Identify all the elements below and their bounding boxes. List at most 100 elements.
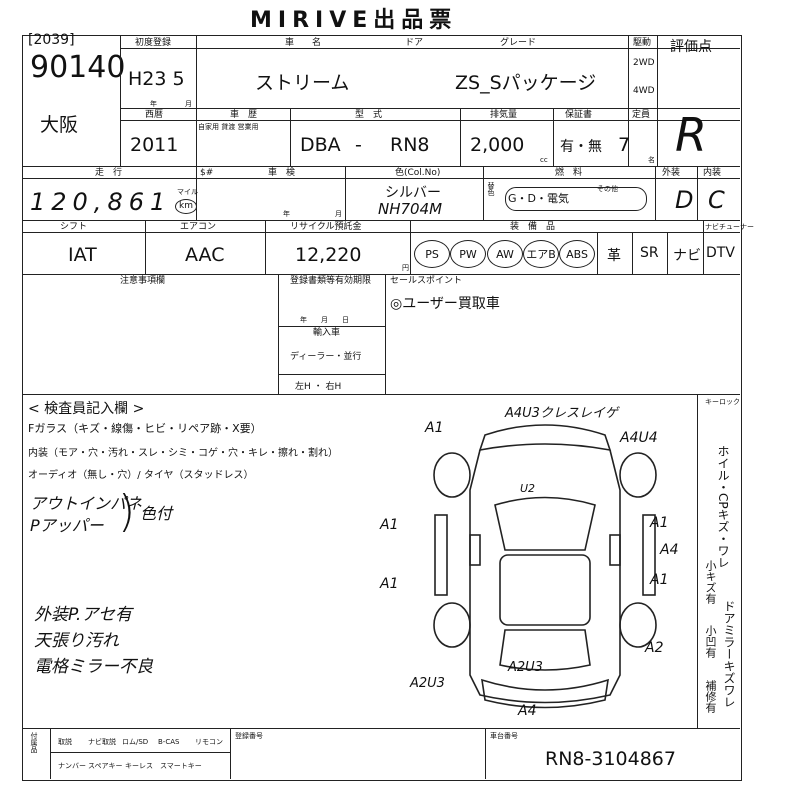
- grid-line: [22, 178, 740, 179]
- label-year: 年: [150, 100, 157, 108]
- grid-line: [22, 394, 740, 395]
- damage-mark: A1: [650, 515, 669, 531]
- shift-value: IAT: [68, 244, 97, 266]
- label-seireki: 西暦: [145, 110, 164, 120]
- grid-line: [196, 166, 197, 220]
- damage-mark: A4U4: [620, 430, 658, 446]
- chassis-number-value: RN8-3104867: [545, 748, 676, 770]
- label-registration-number: 登録番号: [235, 732, 263, 740]
- grid-line: [345, 166, 346, 220]
- equip-airbag: エアB: [523, 240, 559, 268]
- label-fuel: 燃 料: [555, 168, 583, 178]
- grid-line: [50, 728, 51, 779]
- grid-line: [460, 108, 461, 166]
- first-reg-value: H23 5: [128, 68, 185, 90]
- import-value: ディーラー・並行: [290, 352, 362, 362]
- grid-line: [385, 274, 386, 394]
- model-dash: -: [355, 134, 362, 156]
- front-left-wheel: [433, 452, 471, 498]
- label-model: 型 式: [355, 110, 383, 120]
- grid-line: [697, 394, 698, 728]
- grid-line: [145, 220, 146, 274]
- grid-line: [50, 752, 230, 753]
- mile-unit: マイル: [177, 188, 198, 196]
- side-note-4: 小凹有: [704, 625, 717, 658]
- lot-tag: [2039]: [28, 32, 75, 48]
- label-navi-type: ナビチューナー: [705, 223, 754, 231]
- equip-leather: 革: [607, 248, 621, 264]
- grid-line: [278, 374, 385, 375]
- bracket-icon: ): [118, 486, 136, 537]
- footer-label: 取説: [58, 738, 72, 746]
- grid-line: [22, 220, 740, 221]
- damage-mark: A4: [660, 542, 679, 558]
- equip-navi: ナビ: [673, 248, 701, 264]
- yen-unit: 円: [402, 264, 409, 272]
- front-bumper: [478, 424, 612, 452]
- left-door-panel: [434, 514, 448, 596]
- label-color: 色(Col.No): [395, 168, 441, 178]
- damage-mark: A4: [518, 703, 537, 719]
- right-mirror: [609, 534, 621, 566]
- label-odometer-check: $#: [200, 168, 214, 178]
- exterior-grade: D: [675, 186, 694, 214]
- label-capacity: 定員: [632, 110, 651, 120]
- windshield: [494, 496, 596, 551]
- footer-label: スマートキー: [160, 762, 202, 770]
- grid-line: [196, 108, 197, 166]
- grid-line: [667, 232, 668, 274]
- label-warranty: 保証書: [565, 110, 593, 120]
- roof: [499, 554, 591, 626]
- hand-note-5: 天張り汚れ: [34, 631, 119, 651]
- footer-label: ナビ取説: [88, 738, 116, 746]
- warranty-value: 有・無: [560, 139, 602, 155]
- interior-grade: C: [708, 186, 725, 214]
- side-note-1: ホイル・CPキズ・ワレ: [716, 445, 730, 569]
- hand-note-2: Pアッパー: [30, 516, 104, 535]
- grid-line: [628, 35, 629, 166]
- label-grade: グレード: [500, 38, 537, 48]
- damage-mark: A1: [380, 576, 399, 592]
- grid-line: [485, 728, 486, 779]
- displacement-value: 2,000: [470, 134, 525, 156]
- equip-dtv: DTV: [706, 245, 735, 261]
- footer-label: ナンバー: [58, 762, 86, 770]
- registration-ymd: 年 月 日: [300, 316, 349, 324]
- front-right-wheel: [619, 452, 657, 498]
- label-import: 輸入車: [313, 328, 341, 338]
- equip-pw: PW: [450, 240, 486, 268]
- rear-right-wheel: [619, 602, 657, 648]
- footer-label: B-CAS: [158, 738, 180, 746]
- grid-line: [632, 232, 633, 274]
- grid-line: [120, 35, 121, 166]
- damage-mark: A2U3: [508, 660, 543, 675]
- grid-line: [278, 274, 279, 394]
- grid-line: [22, 728, 740, 729]
- grid-line: [290, 108, 291, 166]
- model-code: RN8: [390, 134, 430, 156]
- grid-line: [22, 232, 740, 233]
- model-prefix: DBA: [300, 134, 341, 156]
- label-aircon: エアコン: [180, 222, 217, 232]
- equip-ps: PS: [414, 240, 450, 268]
- drive-2wd: 2WD: [633, 58, 655, 68]
- handle-value: 左H ・ 右H: [295, 382, 342, 392]
- label-history: 車 歴: [230, 110, 258, 120]
- right-door-panel: [642, 514, 656, 596]
- label-caution: 注意事項欄: [120, 276, 166, 286]
- footer-label: スペアキー: [88, 762, 123, 770]
- label-equipment: 装 備 品: [510, 222, 556, 232]
- km-unit: km: [175, 199, 197, 214]
- damage-mark: A4U3クレスレイゲ: [505, 406, 618, 421]
- grid-line: [703, 220, 704, 274]
- inspection-year: 年: [283, 210, 290, 218]
- grid-line: [22, 166, 740, 167]
- cc-unit: cc: [540, 156, 548, 164]
- footer-label: リモコン: [195, 738, 223, 746]
- grid-line: [230, 728, 231, 779]
- label-recycle: リサイクル預託金: [290, 222, 362, 232]
- label-displacement: 排気量: [490, 110, 518, 120]
- rear-bumper: [481, 678, 609, 709]
- grade-value: ZS_Sパッケージ: [455, 72, 597, 94]
- grid-line: [655, 166, 656, 220]
